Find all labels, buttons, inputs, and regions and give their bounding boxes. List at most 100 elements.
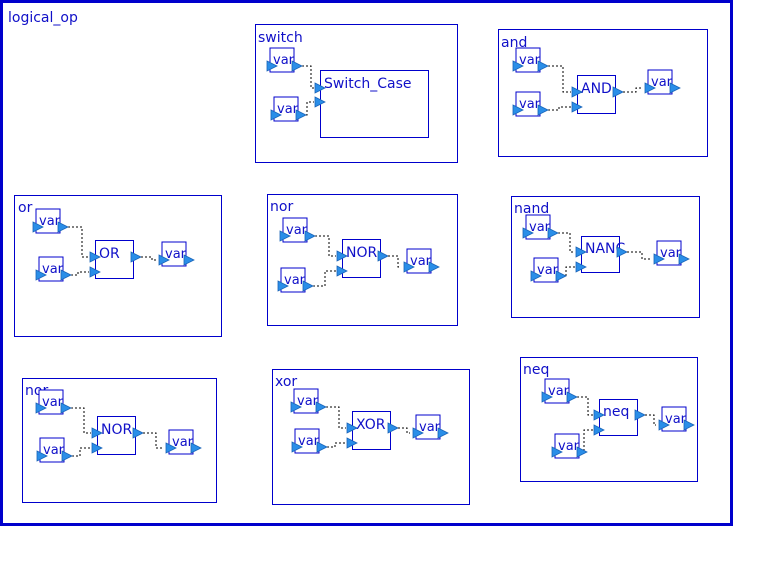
var-block[interactable] xyxy=(269,47,295,73)
port-icon xyxy=(346,437,358,449)
var-block[interactable] xyxy=(525,214,551,240)
port-icon xyxy=(183,254,195,266)
var-block[interactable] xyxy=(293,388,319,414)
var-label: var xyxy=(519,97,541,112)
var-block[interactable] xyxy=(647,69,673,95)
port-icon xyxy=(644,82,656,94)
var-block[interactable] xyxy=(544,378,570,404)
var-block[interactable] xyxy=(294,428,320,454)
port-icon xyxy=(678,253,690,265)
port-icon xyxy=(89,266,101,278)
var-block[interactable] xyxy=(161,241,187,267)
var-block[interactable] xyxy=(38,256,64,282)
connector-wire xyxy=(388,255,401,268)
port-icon xyxy=(658,419,670,431)
port-icon xyxy=(616,246,628,258)
port-icon xyxy=(377,250,389,262)
var-label: var xyxy=(42,262,64,277)
var-block[interactable] xyxy=(168,429,194,455)
port-icon xyxy=(541,391,553,403)
var-label: var xyxy=(277,102,299,117)
operator-label: NANC xyxy=(585,241,626,257)
var-block[interactable] xyxy=(35,208,61,234)
var-block[interactable] xyxy=(406,248,432,274)
var-block[interactable] xyxy=(533,257,559,283)
connector-wire xyxy=(141,256,156,261)
operator-block[interactable] xyxy=(97,416,136,455)
port-icon xyxy=(304,230,316,242)
block-name: nor xyxy=(270,199,293,215)
port-icon xyxy=(512,60,524,72)
port-icon xyxy=(612,86,624,98)
port-icon xyxy=(165,442,177,454)
var-block[interactable] xyxy=(280,267,306,293)
var-block[interactable] xyxy=(39,437,65,463)
var-block[interactable] xyxy=(273,96,299,122)
connector-wire xyxy=(327,442,346,448)
port-icon xyxy=(290,401,302,413)
port-icon xyxy=(522,227,534,239)
connector-wire xyxy=(68,226,89,258)
port-icon xyxy=(314,82,326,94)
var-label: var xyxy=(286,223,308,238)
var-block[interactable] xyxy=(38,389,64,415)
port-icon xyxy=(314,96,326,108)
var-label: var xyxy=(172,435,194,450)
connector-wire xyxy=(326,406,346,429)
port-icon xyxy=(412,427,424,439)
port-icon xyxy=(575,246,587,258)
operator-label: neq xyxy=(603,404,629,420)
port-icon xyxy=(132,427,144,439)
port-icon xyxy=(551,446,563,458)
port-icon xyxy=(36,450,48,462)
var-block[interactable] xyxy=(515,91,541,117)
operator-label: OR xyxy=(99,246,120,262)
var-label: var xyxy=(537,263,559,278)
connector-wire xyxy=(548,65,571,93)
var-block[interactable] xyxy=(661,406,687,432)
operator-label: AND xyxy=(581,81,612,97)
var-block[interactable] xyxy=(656,240,682,266)
var-block[interactable] xyxy=(554,433,580,459)
top-level-frame[interactable] xyxy=(0,0,733,526)
port-icon xyxy=(158,254,170,266)
port-icon xyxy=(91,442,103,454)
block-name: nand xyxy=(514,201,549,217)
port-icon xyxy=(279,230,291,242)
operator-block[interactable] xyxy=(599,399,638,436)
connector-wire xyxy=(71,407,91,434)
port-icon xyxy=(336,250,348,262)
port-icon xyxy=(302,280,314,292)
var-label: var xyxy=(43,443,65,458)
var-label: var xyxy=(660,246,682,261)
port-icon xyxy=(537,60,549,72)
port-icon xyxy=(547,227,559,239)
block-name: switch xyxy=(258,30,303,46)
connector-wire xyxy=(558,232,575,253)
var-label: var xyxy=(273,53,295,68)
operator-label: XOR xyxy=(356,417,386,433)
port-icon xyxy=(537,104,549,116)
port-icon xyxy=(291,60,303,72)
block-name: xor xyxy=(275,374,297,390)
port-icon xyxy=(60,402,72,414)
operator-block[interactable] xyxy=(320,70,429,138)
var-block[interactable] xyxy=(282,217,308,243)
block-name: and xyxy=(501,35,527,51)
port-icon xyxy=(653,253,665,265)
var-block[interactable] xyxy=(415,414,441,440)
port-icon xyxy=(571,86,583,98)
operator-block[interactable] xyxy=(352,411,391,450)
connector-wire xyxy=(71,271,89,276)
var-block[interactable] xyxy=(515,47,541,73)
port-icon xyxy=(669,82,681,94)
